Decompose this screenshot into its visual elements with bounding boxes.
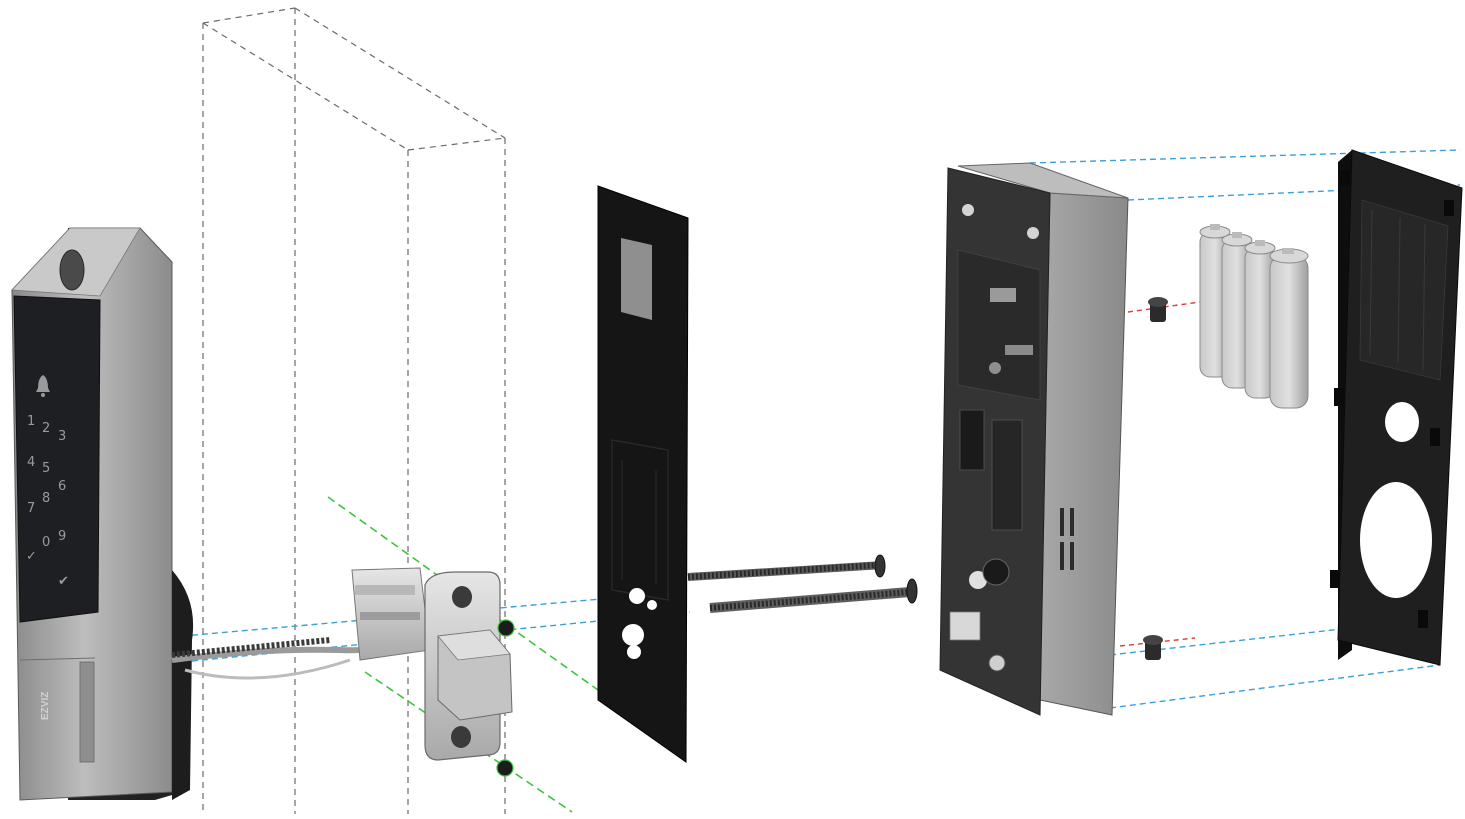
bell-icon [36,375,50,397]
screws [687,554,918,613]
latch-bolt [351,567,515,777]
latch-screw-bottom [496,759,514,777]
cover-screw-bottom [1143,635,1163,660]
key-confirm[interactable]: ✔ [58,574,69,589]
key-6[interactable]: 6 [58,479,66,494]
fingerprint-sensor [59,249,85,291]
long-screw-top [687,554,886,581]
key-7[interactable]: 7 [27,501,35,516]
cover-screw-top [1148,297,1168,322]
mounting-plate [597,185,689,763]
cover-screws [1143,297,1168,660]
red-guide-lines [1119,301,1201,647]
key-2[interactable]: 2 [42,421,50,436]
front-lock-panel: 1 2 3 4 5 6 7 8 9 ✓ 0 ✔ EZVIZ [11,227,194,801]
plate-hole-4 [627,645,641,659]
plate-hole-3 [622,624,644,646]
batteries [1199,224,1309,409]
key-9[interactable]: 9 [58,529,66,544]
cover-hole-large [1360,482,1432,598]
faceplate-hole-bottom [451,726,471,748]
key-star[interactable]: ✓ [26,549,37,564]
latch-screw-top [497,619,515,637]
plate-hole-1 [629,588,645,604]
key-3[interactable]: 3 [58,429,66,444]
battery-cover [1330,149,1463,666]
key-1[interactable]: 1 [27,414,35,429]
battery-jack-cover [79,661,95,763]
key-8[interactable]: 8 [42,491,50,506]
key-0[interactable]: 0 [42,535,50,550]
keypad-glass [13,295,101,623]
key-4[interactable]: 4 [27,455,35,470]
brand-logo: EZVIZ [40,692,51,720]
cover-hole-small [1385,402,1419,442]
plate-window [621,238,652,320]
battery-4 [1269,248,1309,409]
key-5[interactable]: 5 [42,461,50,476]
faceplate-hole-top [452,586,472,608]
plate-hole-2 [647,600,657,610]
long-screw-bottom [709,578,918,613]
rear-lock-body [939,162,1129,716]
battery-3 [1244,240,1276,399]
